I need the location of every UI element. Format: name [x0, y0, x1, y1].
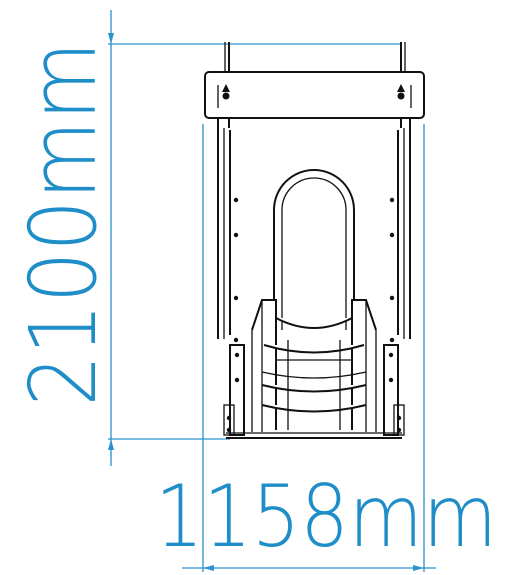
lower-guard — [223, 299, 405, 436]
width-arrow-left — [203, 565, 214, 571]
body-frame — [217, 118, 411, 343]
arched-opening — [273, 169, 355, 330]
top-plate-bolts — [222, 84, 405, 100]
height-arrow-top — [108, 33, 114, 44]
top-mounting-plate — [204, 71, 425, 119]
width-dimension: 1158mm — [155, 124, 497, 572]
width-dimension-label: 1158mm — [155, 467, 497, 567]
height-dimension: 2100mm — [10, 10, 402, 466]
top-rods — [224, 42, 406, 72]
width-arrow-right — [413, 565, 424, 571]
height-arrow-bottom — [108, 439, 114, 450]
height-dimension-label: 2100mm — [10, 42, 117, 407]
machine-front-view — [204, 42, 425, 439]
